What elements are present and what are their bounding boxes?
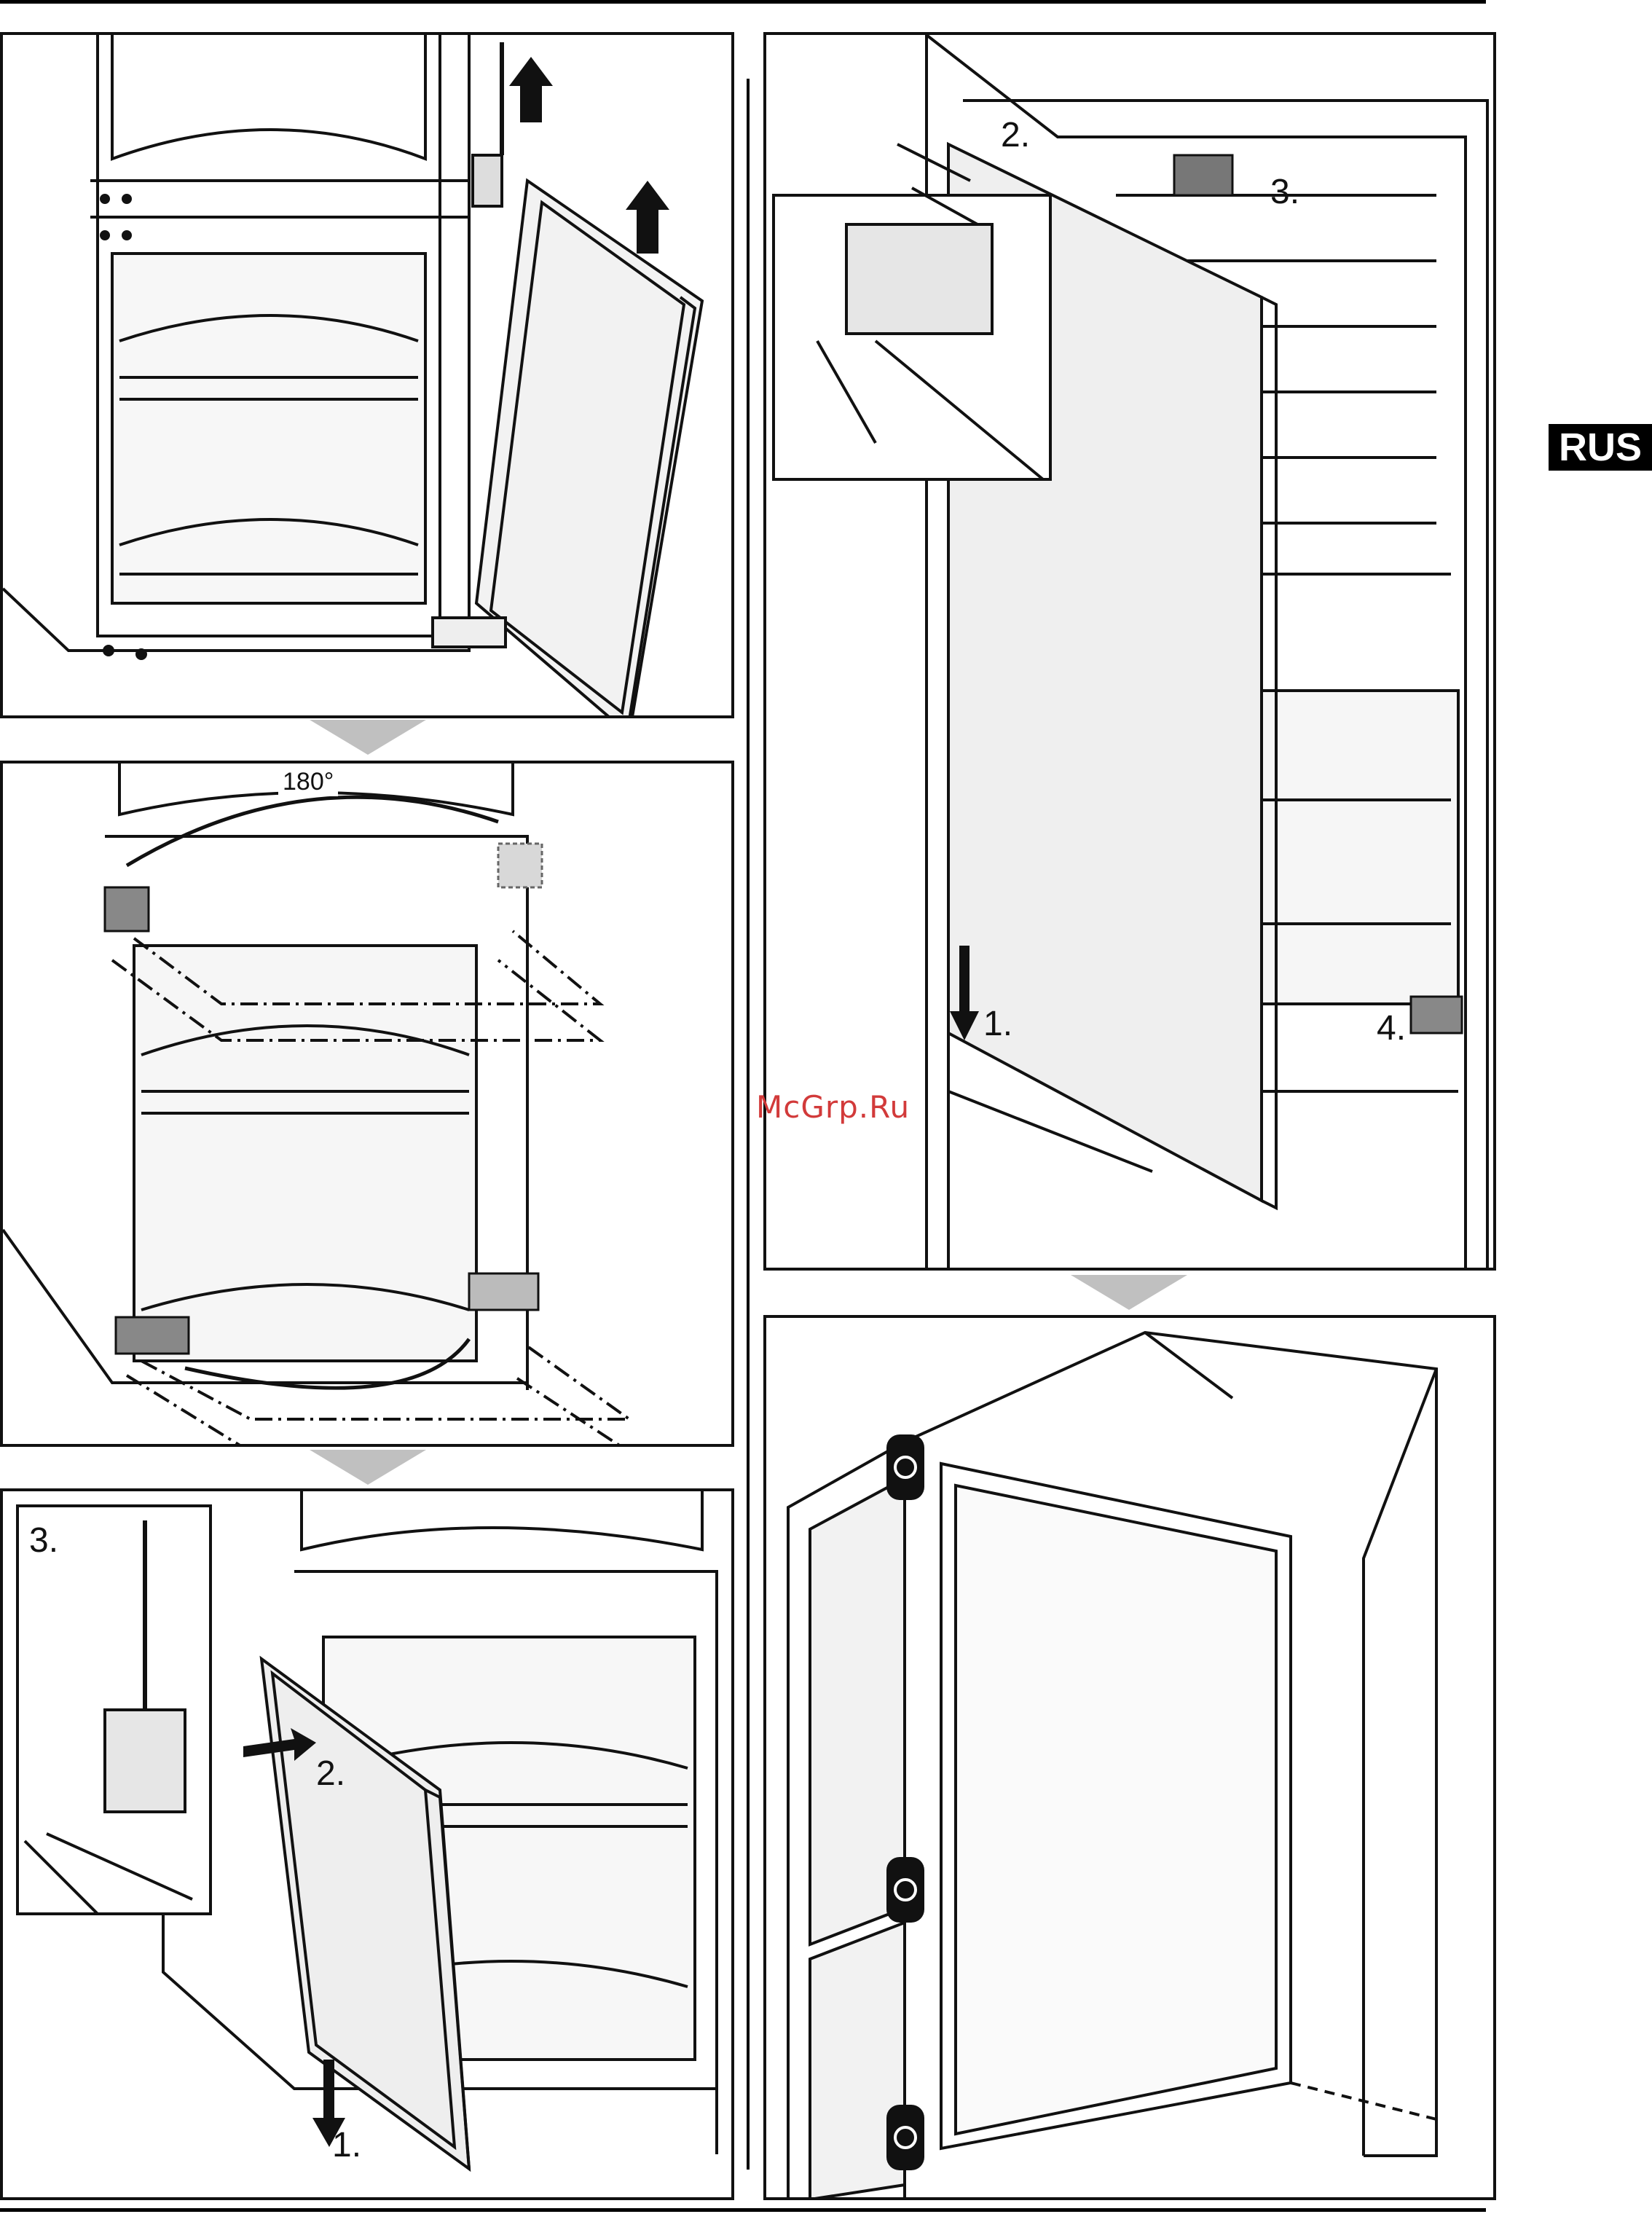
move-hinges-illustration: [3, 763, 734, 1447]
hinge-bottom-icon: [886, 2105, 924, 2170]
assembled-view-illustration: [766, 1318, 1496, 2200]
language-badge: RUS: [1549, 424, 1652, 471]
top-rule: [0, 0, 1486, 4]
transition-arrow-down-icon: [302, 720, 433, 756]
transition-arrow-down-icon: [302, 1450, 433, 1486]
column-divider: [747, 79, 750, 2170]
panel-assembled-view: [763, 1315, 1496, 2200]
panel-mount-lower-door: 3. 2. 1.: [0, 1488, 734, 2200]
mount-lower-door-illustration: [3, 1491, 734, 2200]
up-arrow-icon: [509, 57, 553, 122]
mount-upper-door-illustration: [766, 35, 1496, 1271]
hinge-top-icon: [886, 1434, 924, 1500]
step-label-3: 3.: [29, 1520, 58, 1561]
cover-plate-icon: [1411, 997, 1462, 1033]
hinge-icon: [105, 887, 149, 931]
step-label-1: 1.: [332, 2125, 361, 2165]
watermark: McGrp.Ru: [756, 1089, 910, 1125]
hinge-icon: [116, 1317, 189, 1354]
rotation-angle-label: 180°: [278, 768, 338, 796]
transition-arrow-down-icon: [1063, 1275, 1195, 1311]
cover-block-icon: [1174, 155, 1232, 195]
bottom-rule: [0, 2208, 1486, 2212]
panel-move-hinges: 180°: [0, 761, 734, 1447]
step-label-1: 1.: [983, 1004, 1012, 1044]
step-label-2: 2.: [1001, 115, 1030, 155]
hinge-icon: [498, 844, 542, 887]
hinge-icon: [469, 1273, 538, 1310]
remove-door-illustration: [3, 35, 734, 718]
step-label-2: 2.: [316, 1754, 345, 1794]
step-label-3: 3.: [1270, 172, 1299, 212]
up-arrow-icon: [626, 181, 669, 254]
panel-remove-door: [0, 32, 734, 718]
panel-mount-upper-door: 2. 3. 1. 4.: [763, 32, 1496, 1271]
step-label-4: 4.: [1377, 1008, 1406, 1048]
hinge-middle-icon: [886, 1857, 924, 1923]
